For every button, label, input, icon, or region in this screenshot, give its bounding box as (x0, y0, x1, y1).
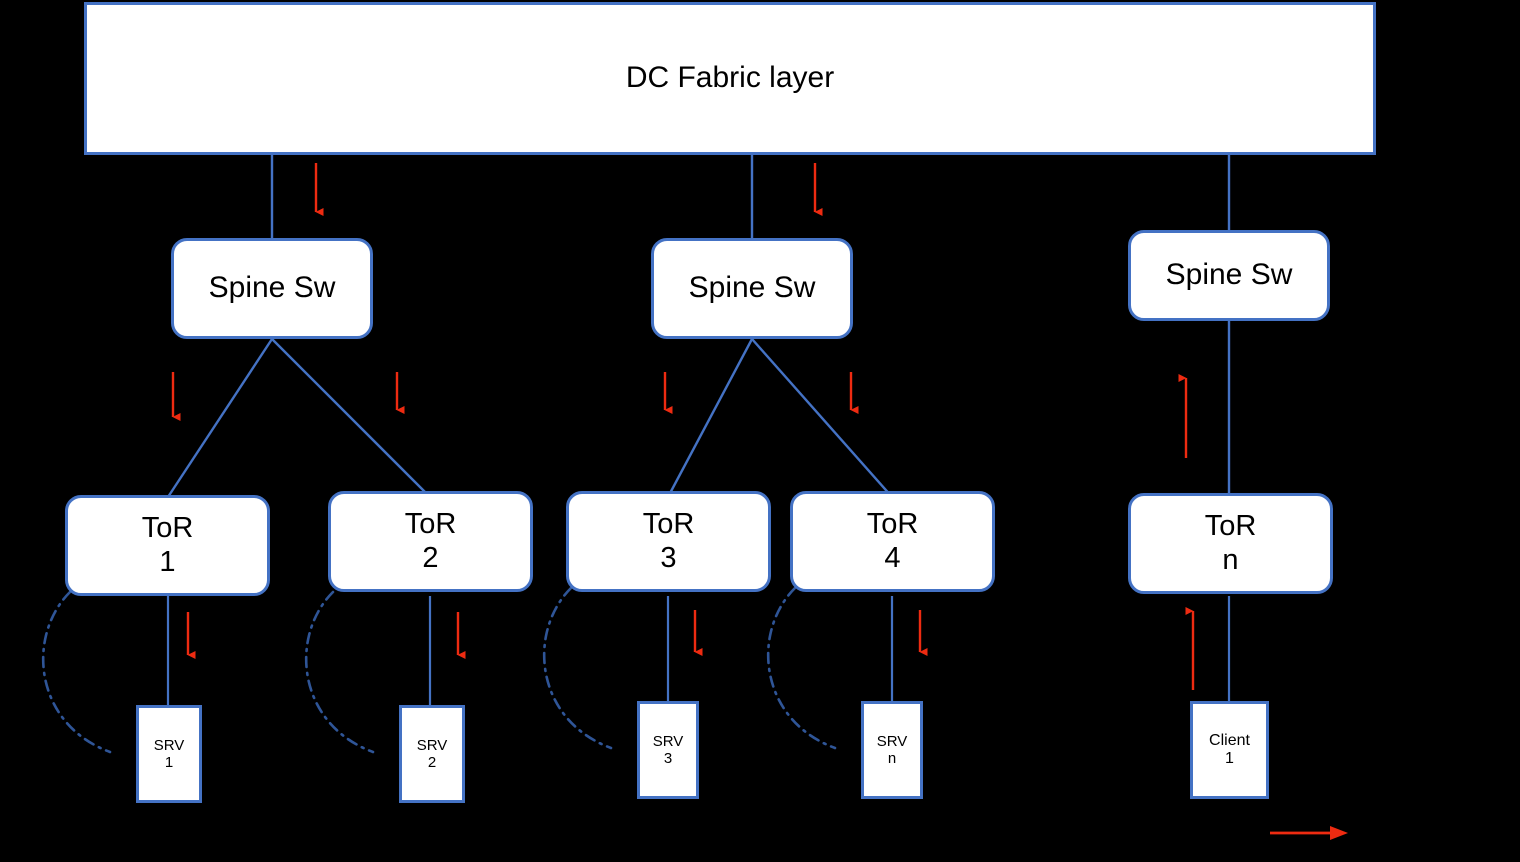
server-n-label: SRV (876, 732, 908, 750)
spine-switch-2[interactable]: Spine Sw (651, 238, 853, 339)
spine2-to-tor-links (666, 338, 893, 498)
server-1-label: SRV (153, 736, 185, 754)
spine-switch-1[interactable]: Spine Sw (171, 238, 373, 339)
tor-switch-2-index: 2 (422, 541, 439, 574)
server-2[interactable]: SRV 2 (399, 705, 465, 803)
client-1-index: 1 (1225, 750, 1234, 767)
tor-switch-4-label: ToR (866, 508, 919, 541)
server-n-index: n (887, 750, 897, 767)
flow-arrows-spine-row (171, 372, 859, 421)
flow-arrows-server-row (186, 610, 928, 659)
tor-switch-1[interactable]: ToR 1 (65, 495, 270, 596)
client-1-label: Client (1209, 731, 1250, 749)
dc-fabric-layer-label: DC Fabric layer (625, 61, 835, 95)
tor-switch-3-label: ToR (642, 508, 695, 541)
tor-to-server-links (166, 596, 1231, 706)
flow-arrows-fabric-row (314, 163, 823, 216)
server-2-index: 2 (427, 754, 437, 771)
tor-switch-3-index: 3 (660, 541, 677, 574)
fabric-to-spine-links (270, 155, 1231, 238)
spine-switch-2-label: Spine Sw (688, 271, 816, 305)
tor-switch-3[interactable]: ToR 3 (566, 491, 771, 592)
server-3-label: SRV (652, 732, 684, 750)
tor-switch-n-label: ToR (1204, 510, 1257, 543)
spine-switch-n-label: Spine Sw (1165, 258, 1293, 292)
tor-switch-2[interactable]: ToR 2 (328, 491, 533, 592)
server-3[interactable]: SRV 3 (637, 701, 699, 799)
server-2-label: SRV (416, 736, 448, 754)
server-n[interactable]: SRV n (861, 701, 923, 799)
tor-switch-n-index: n (1222, 543, 1239, 576)
spine-switch-n[interactable]: Spine Sw (1128, 230, 1330, 321)
tor-switch-2-label: ToR (404, 508, 457, 541)
legend-arrow (1270, 826, 1348, 840)
client-1[interactable]: Client 1 (1190, 701, 1269, 799)
spine-switch-1-label: Spine Sw (208, 271, 336, 305)
dc-fabric-layer-box[interactable]: DC Fabric layer (84, 2, 1376, 155)
spine1-to-tor-links (166, 338, 431, 498)
server-1-index: 1 (164, 754, 174, 771)
tor-switch-n[interactable]: ToR n (1128, 493, 1333, 594)
tor-switch-1-label: ToR (141, 512, 194, 545)
tor-switch-1-index: 1 (159, 545, 176, 578)
tor-switch-4-index: 4 (884, 541, 901, 574)
tor-switch-4[interactable]: ToR 4 (790, 491, 995, 592)
server-1[interactable]: SRV 1 (136, 705, 202, 803)
server-3-index: 3 (663, 750, 673, 767)
